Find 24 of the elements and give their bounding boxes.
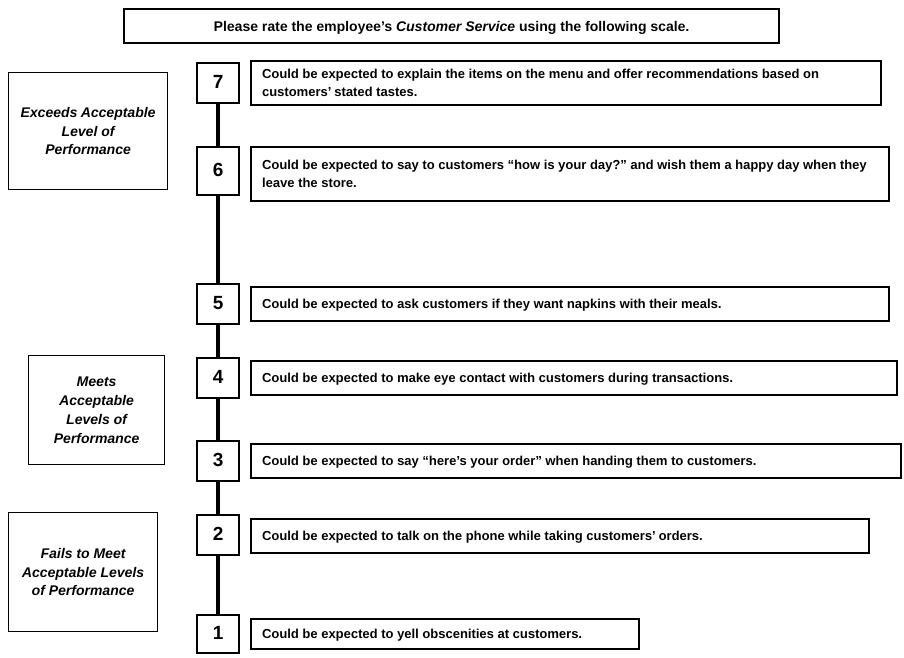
description-box: Could be expected to say to customers “how is your day?” and wish them a happy day when they leave the store.: [250, 146, 890, 202]
connector-line: [216, 556, 220, 614]
description-box: Could be expected to explain the items on the menu and offer recommendations based on customers’ stated tastes.: [250, 60, 882, 106]
connector-line: [216, 482, 220, 514]
connector-line: [216, 196, 220, 283]
score-box: 5: [196, 283, 240, 325]
score-box: 3: [196, 440, 240, 482]
connector-line: [216, 325, 220, 357]
category-box: Exceeds Acceptable Level of Performance: [8, 72, 168, 190]
category-box: Meets Acceptable Levels of Performance: [28, 355, 165, 465]
score-box: 6: [196, 146, 240, 196]
description-box: Could be expected to yell obscenities at customers.: [250, 618, 640, 650]
category-box: Fails to Meet Acceptable Levels of Performance: [8, 512, 158, 632]
description-box: Could be expected to say “here’s your order” when handing them to customers.: [250, 443, 902, 479]
description-box: Could be expected to talk on the phone while taking customers’ orders.: [250, 518, 870, 554]
description-box: Could be expected to ask customers if they want napkins with their meals.: [250, 286, 890, 322]
score-box: 7: [196, 62, 240, 104]
connector-line: [216, 104, 220, 146]
title-box: Please rate the employee’s Customer Service using the following scale.: [123, 8, 780, 44]
description-box: Could be expected to make eye contact with customers during transactions.: [250, 360, 898, 396]
connector-line: [216, 399, 220, 440]
score-box: 1: [196, 614, 240, 654]
score-box: 4: [196, 357, 240, 399]
score-box: 2: [196, 514, 240, 556]
